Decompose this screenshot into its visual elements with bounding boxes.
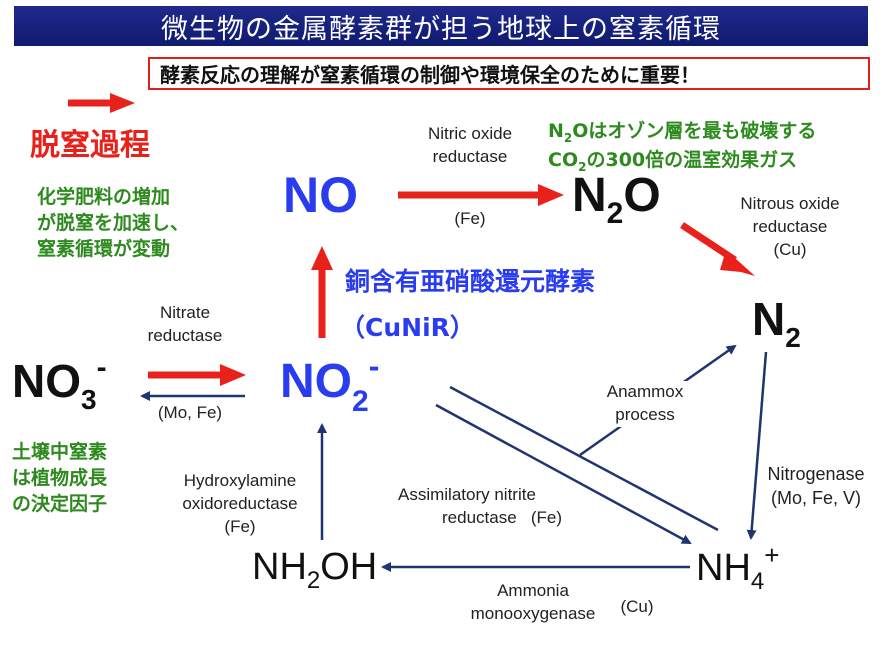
title-text: 微生物の金属酵素群が担う地球上の窒素循環: [161, 13, 721, 45]
enzyme-name-line: Nitrous oxide: [740, 194, 840, 213]
anammox-line: [449, 385, 719, 532]
formula-base: NO: [280, 355, 352, 408]
fertilizer-note-line: 化学肥料の増加: [37, 186, 171, 208]
enzyme-metal: (Fe): [530, 507, 563, 527]
importance-note-text: 酵素反応の理解が窒素循環の制御や環境保全のために重要！: [160, 63, 700, 87]
importance-note: 酵素反応の理解が窒素循環の制御や環境保全のために重要！: [148, 57, 870, 90]
formula-tail: O: [623, 169, 661, 222]
formula-base: NH: [696, 547, 751, 589]
enzyme-name-line: Assimilatory nitrite: [398, 485, 536, 504]
n2o-note-sub: 2: [578, 159, 587, 174]
enzyme-metal: (Cu): [620, 597, 654, 616]
enzyme-name-line: reductase: [432, 146, 508, 166]
enzyme-metal: (Mo, Fe): [157, 403, 223, 422]
enzyme-name-line: monooxygenase: [470, 603, 596, 623]
enzyme-name-line: reductase: [442, 507, 517, 527]
formula-base: N: [572, 169, 607, 222]
enzyme-nitrous-oxide-reductase: Nitrous oxide reductase (Cu): [715, 193, 865, 262]
enzyme-nitric-oxide-reductase: Nitric oxide reductase: [395, 123, 545, 169]
enzyme-hydroxylamine-oxidoreductase: Hydroxylamine oxidoreductase (Fe): [165, 470, 315, 539]
enzyme-assimilatory-nitrite-reductase: Assimilatory nitrite reductase (Fe): [398, 484, 608, 530]
soil-note-line: の決定因子: [12, 492, 108, 515]
enzyme-name-line: Nitric oxide: [427, 124, 513, 143]
enzyme-nitrate-reductase: Nitrate reductase: [125, 302, 245, 348]
enzyme-anammox: Anammox process: [590, 381, 700, 427]
arrow-n2-to-nh4: [746, 351, 768, 540]
enzyme-name-line: reductase: [752, 216, 828, 236]
enzyme-metal: (Fe): [454, 209, 486, 228]
formula-sup: -: [368, 348, 380, 384]
soil-note: 土壌中窒素 は植物成長 の決定因子: [12, 440, 107, 517]
n2o-note-text: N: [548, 120, 564, 142]
enzyme-metal: (Cu): [773, 239, 807, 259]
species-n2: N2: [752, 293, 801, 352]
enzyme-metal: (Mo, Fe, V): [770, 488, 861, 509]
enzyme-ammonia-monooxygenase: Ammonia monooxygenase: [458, 580, 608, 626]
enzyme-name-line: process: [615, 404, 675, 424]
formula-sub: 3: [81, 384, 97, 415]
n2o-note-text: CO: [548, 148, 579, 171]
formula-sup: -: [96, 351, 107, 384]
enzyme-name-line: reductase: [147, 325, 223, 345]
formula-sub: 2: [606, 197, 624, 230]
fertilizer-note-line: 窒素循環が変動: [37, 237, 171, 260]
cunir-name: 銅含有亜硝酸還元酵素: [345, 267, 596, 296]
n2o-note: N2Oはオゾン層を最も破壊する CO2の300倍の温室効果ガス: [548, 118, 816, 175]
species-no: NO: [283, 167, 358, 223]
n2o-note-sub: 2: [563, 130, 573, 145]
legend-label: 脱窒過程: [30, 128, 150, 163]
fertilizer-note: 化学肥料の増加 が脱窒を加速し、 窒素循環が変動: [37, 185, 189, 262]
enzyme-name-line: Nitrate: [159, 303, 211, 322]
fertilizer-note-line: が脱窒を加速し、: [37, 211, 190, 234]
legend-red-arrow: [68, 93, 135, 113]
species-no3: NO3-: [12, 353, 107, 414]
formula-sub: 2: [785, 322, 801, 353]
species-no2: NO2-: [280, 350, 379, 417]
enzyme-name-line: oxidoreductase: [182, 493, 298, 513]
formula-base: NO: [12, 355, 81, 407]
formula-tail: OH: [320, 546, 378, 588]
arrow-n2o-to-n2: [680, 222, 755, 276]
soil-note-line: は植物成長: [12, 466, 108, 489]
enzyme-metal: (Fe): [224, 516, 256, 536]
formula-sub: 2: [306, 567, 321, 594]
arrow-no-to-n2o: [398, 184, 564, 206]
enzyme-name-line: Ammonia: [497, 581, 569, 600]
arrow-no2-to-no: [311, 246, 333, 338]
formula-sub: 4: [750, 568, 765, 595]
formula-base: N: [752, 293, 786, 345]
arrow-no3-to-no2: [148, 364, 246, 386]
enzyme-nitrogenase: Nitrogenase (Mo, Fe, V): [757, 462, 875, 511]
enzyme-name-line: Hydroxylamine: [183, 471, 297, 490]
n2o-note-text: の300倍の温室効果ガス: [586, 148, 798, 171]
species-nh4: NH4+: [696, 542, 779, 594]
formula-sup: +: [764, 540, 780, 570]
arrow-no2-to-nh4: [435, 403, 692, 545]
n2o-note-text: Oはオゾン層を最も破壊する: [572, 120, 817, 142]
cunir-abbr: （CuNiR）: [340, 313, 475, 342]
formula-sub: 2: [352, 385, 369, 418]
title-banner: 微生物の金属酵素群が担う地球上の窒素循環: [14, 6, 868, 46]
species-nh2oh: NH2OH: [252, 546, 378, 593]
species-n2o: N2O: [572, 169, 661, 229]
formula-base: NH: [252, 546, 307, 588]
soil-note-line: 土壌中窒素: [12, 441, 108, 463]
enzyme-name-line: Anammox: [606, 382, 684, 401]
enzyme-name-line: Nitrogenase: [767, 464, 865, 484]
